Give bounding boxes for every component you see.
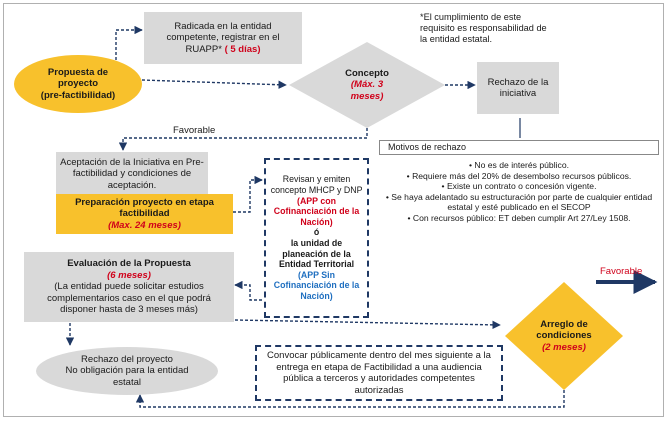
evaluacion-title: Evaluación de la Propuesta bbox=[67, 258, 191, 270]
radicada-time: ( 5 días) bbox=[224, 43, 261, 55]
favorable-label-text: Favorable bbox=[173, 125, 216, 136]
revisan-part1: Revisan y emiten concepto MHCP y DNP bbox=[270, 174, 363, 196]
motivos-list: No es de interés público. Requiere más d… bbox=[379, 158, 659, 238]
propuesta-line3: (pre-factibilidad) bbox=[40, 89, 116, 101]
revisan-part3: ó bbox=[313, 227, 320, 238]
rechazo-proyecto-node: Rechazo del proyecto No obligación para … bbox=[36, 347, 218, 395]
propuesta-node: Propuesta de proyecto (pre-factibilidad) bbox=[14, 55, 142, 113]
aceptacion-text: Aceptación de la Iniciativa en Pre-facti… bbox=[60, 156, 204, 191]
favorable-label: Favorable bbox=[173, 125, 215, 136]
revisan-node: Revisan y emiten concepto MHCP y DNP (AP… bbox=[264, 158, 369, 318]
arrow-evaluacion-arreglo bbox=[234, 319, 501, 330]
aceptacion-node: Aceptación de la Iniciativa en Pre-facti… bbox=[56, 152, 208, 196]
arrow-propuesta-radicada bbox=[115, 25, 143, 65]
arreglo-diamond bbox=[505, 282, 623, 390]
evaluacion-time: (6 meses) bbox=[107, 269, 151, 281]
motivos-header: Motivos de rechazo bbox=[379, 140, 659, 155]
rechazo-proyecto-line2: No obligación para la entidad estatal bbox=[65, 365, 189, 388]
arreglo-node: Arreglo de condiciones (2 meses) bbox=[514, 318, 614, 354]
preparacion-title: Preparación proyecto en etapa factibilid… bbox=[75, 196, 214, 220]
radicada-node: Radicada en la entidad competente, regis… bbox=[144, 12, 302, 64]
arrow-preparacion-revisan bbox=[233, 175, 263, 213]
motivo-item: Existe un contrato o concesión vigente. bbox=[385, 181, 653, 192]
motivo-item: Requiere más del 20% de desembolso recur… bbox=[385, 171, 653, 182]
convocar-node: Convocar públicamente dentro del mes sig… bbox=[255, 345, 503, 401]
arrow-arreglo-rechazo bbox=[135, 390, 565, 408]
arreglo-time: (2 meses) bbox=[542, 341, 586, 353]
concepto-title: Concepto bbox=[345, 67, 389, 79]
motivo-item: No es de interés público. bbox=[385, 160, 653, 171]
evaluacion-node: Evaluación de la Propuesta (6 meses) (La… bbox=[24, 252, 234, 322]
evaluacion-text: (La entidad puede solicitar estudios com… bbox=[47, 281, 211, 316]
motivo-item: Con recursos público: ET deben cumplir A… bbox=[385, 213, 653, 224]
concepto-time: (Máx. 3 meses) bbox=[350, 79, 384, 102]
concepto-diamond bbox=[289, 42, 445, 128]
motivos-title: Motivos de rechazo bbox=[388, 142, 467, 152]
propuesta-line2: proyecto bbox=[57, 78, 99, 90]
propuesta-line1: Propuesta de bbox=[47, 66, 109, 78]
arreglo-title: Arreglo de condiciones bbox=[536, 318, 592, 342]
radicada-text: Radicada en la entidad competente, regis… bbox=[166, 20, 280, 55]
arrow-revisan-evaluacion bbox=[234, 280, 262, 301]
preparacion-node: Preparación proyecto en etapa factibilid… bbox=[56, 194, 233, 234]
nota-text-content: *El cumplimiento de este requisito es re… bbox=[420, 12, 547, 44]
arrow-concepto-aceptacion bbox=[118, 128, 368, 151]
favorable-right-label: Favorable bbox=[600, 266, 642, 277]
nota-text: *El cumplimiento de este requisito es re… bbox=[420, 12, 552, 45]
revisan-part4: la unidad de planeación de la Entidad Te… bbox=[278, 238, 355, 270]
preparacion-time: (Max. 24 meses) bbox=[108, 219, 181, 231]
revisan-part2: (APP con Cofinanciación de la Nación) bbox=[273, 195, 360, 227]
diagram-frame bbox=[3, 3, 664, 417]
favorable-right-text: Favorable bbox=[600, 266, 643, 277]
rechazo-proyecto-line1: Rechazo del proyecto bbox=[81, 353, 173, 365]
motivo-item: Se haya adelantado su estructuración por… bbox=[385, 192, 653, 213]
rechazo-iniciativa-text: Rechazo de la iniciativa bbox=[487, 76, 549, 100]
rechazo-iniciativa-node: Rechazo de la iniciativa bbox=[477, 62, 559, 114]
arrow-propuesta-concepto bbox=[141, 79, 287, 89]
concepto-node: Concepto (Máx. 3 meses) bbox=[320, 62, 414, 108]
revisan-part5: (APP Sin Cofinanciación de la Nación) bbox=[273, 269, 360, 301]
convocar-text: Convocar públicamente dentro del mes sig… bbox=[267, 350, 491, 396]
